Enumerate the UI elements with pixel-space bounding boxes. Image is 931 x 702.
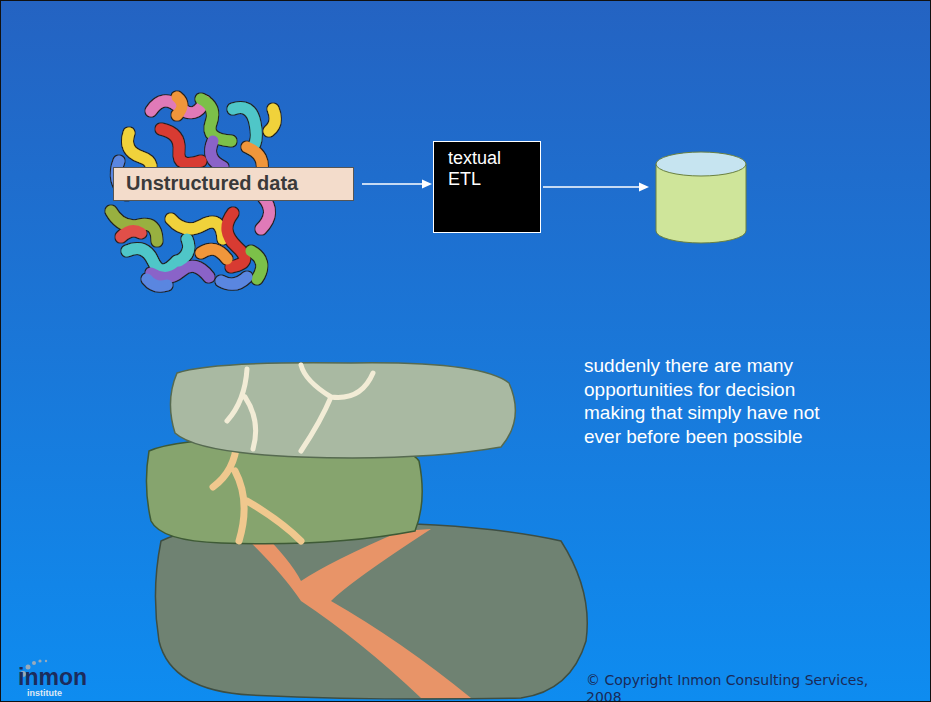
flow-arrow xyxy=(362,180,432,189)
node-text: textual ETL xyxy=(448,148,526,190)
process-box: textual ETL xyxy=(433,141,541,233)
database-cylinder xyxy=(656,152,746,243)
note-text: suddenly there are many opportunities fo… xyxy=(584,354,846,448)
logo-subtext: institute xyxy=(27,688,107,698)
logo-text: inmon xyxy=(18,665,98,689)
landscape-layers xyxy=(146,363,587,699)
source-label: Unstructured data xyxy=(113,167,354,201)
node-text: Unstructured data xyxy=(126,172,341,195)
arrow-to-store xyxy=(543,183,649,192)
copyright-text: © Copyright Inmon Consulting Services, 2… xyxy=(586,672,886,702)
